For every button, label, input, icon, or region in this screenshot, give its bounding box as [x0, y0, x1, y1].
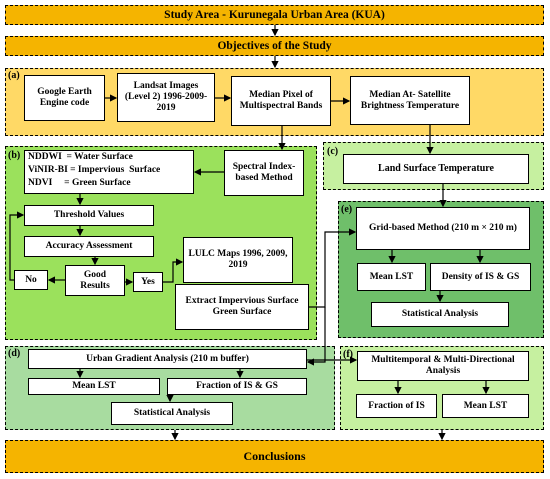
d-mean-lst-box: Mean LST [28, 378, 160, 395]
indices-line-1: NDDWI = Water Surface [28, 152, 133, 162]
e-stats-box: Statistical Analysis [371, 302, 509, 327]
accuracy-box: Accuracy Assessment [24, 236, 154, 257]
panel-c-tag: (c) [327, 146, 339, 157]
lst-box: Land Surface Temperature [343, 154, 529, 184]
spectral-box: Spectral Index-based Method [224, 150, 304, 196]
fraction-is-gs-box: Fraction of IS & GS [167, 378, 307, 395]
objectives-banner: Objectives of the Study [5, 36, 544, 56]
density-box: Density of IS & GS [430, 263, 531, 291]
fraction-is-box: Fraction of IS [356, 394, 437, 418]
d-stats-box: Statistical Analysis [111, 402, 233, 425]
gee-box: Google Earth Engine code [24, 75, 105, 121]
no-box: No [14, 270, 48, 290]
lulc-box: LULC Maps 1996, 2009, 2019 [183, 237, 293, 283]
median-pixel-box: Median Pixel of Multispectral Bands [231, 76, 331, 126]
conclusions-banner: Conclusions [5, 440, 544, 473]
landsat-box: Landsat Images (Level 2) 1996-2009-2019 [117, 73, 215, 122]
f-mean-lst-box: Mean LST [442, 394, 529, 418]
panel-d-tag: (d) [8, 348, 21, 359]
multitemporal-box: Multitemporal & Multi-Directional Analys… [357, 351, 529, 381]
extract-box: Extract Impervious Surface Green Surface [175, 284, 309, 330]
gradient-box: Urban Gradient Analysis (210 m buffer) [28, 349, 307, 369]
good-results-box: Good Results [65, 265, 125, 296]
panel-e-tag: (e) [341, 204, 353, 215]
threshold-box: Threshold Values [24, 205, 154, 226]
grid-method-box: Grid-based Method (210 m × 210 m) [356, 207, 530, 250]
panel-b-tag: (b) [8, 150, 21, 161]
indices-line-2: ViNIR-BI = Impervious Surface [28, 165, 161, 175]
panel-f-tag: (f) [343, 349, 353, 360]
indices-line-3: NDVI = Green Surface [28, 178, 131, 188]
e-mean-lst-box: Mean LST [357, 263, 426, 291]
median-bt-box: Median At- Satellite Brightness Temperat… [350, 76, 470, 125]
indices-box [24, 150, 194, 194]
panel-a-tag: (a) [8, 70, 20, 81]
yes-box: Yes [133, 272, 163, 292]
title-banner: Study Area - Kurunegala Urban Area (KUA) [5, 5, 544, 25]
